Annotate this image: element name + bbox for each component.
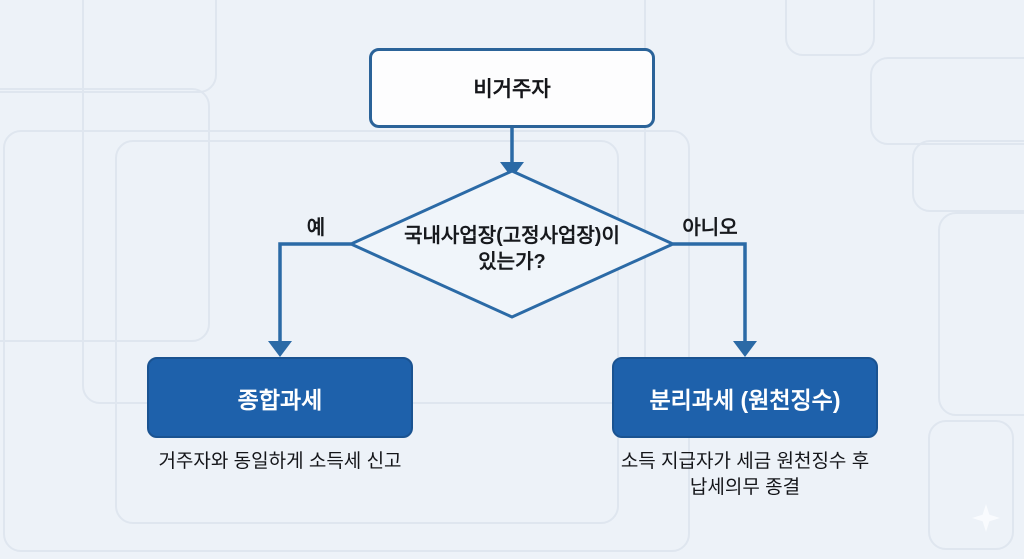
background-pattern-rect (0, 88, 210, 342)
branch-label-yes: 예 (306, 217, 326, 239)
background-pattern-rect (870, 57, 1024, 145)
background-pattern-rect (0, 0, 217, 93)
arrowhead-down-icon (733, 341, 757, 357)
branch-label-no: 아니오 (682, 217, 738, 239)
start-node: 비거주자 (369, 48, 655, 128)
outcome-node-separate-taxation: 분리과세 (원천징수) (612, 357, 878, 438)
connector-no-branch (673, 242, 757, 357)
outcome-node-comprehensive-taxation: 종합과세 (147, 357, 413, 438)
background-pattern-rect (785, 0, 875, 56)
background-pattern-rect (912, 140, 1024, 212)
background-pattern-rect (938, 212, 1024, 416)
arrowhead-down-icon (268, 341, 292, 357)
outcome-caption-left: 거주자와 동일하게 소득세 신고 (158, 451, 402, 472)
decision-diamond-shape (347, 169, 677, 319)
background-pattern-rect (3, 130, 690, 552)
background-pattern-rect (115, 140, 619, 524)
decision-node-question: 국내사업장(고정사업장)이 있는가? (404, 225, 620, 273)
background-pattern-rect (928, 420, 1014, 550)
outcome-caption-right: 소득 지급자가 세금 원천징수 후 납세의무 종결 (620, 451, 870, 498)
connector-yes-branch (268, 242, 351, 357)
